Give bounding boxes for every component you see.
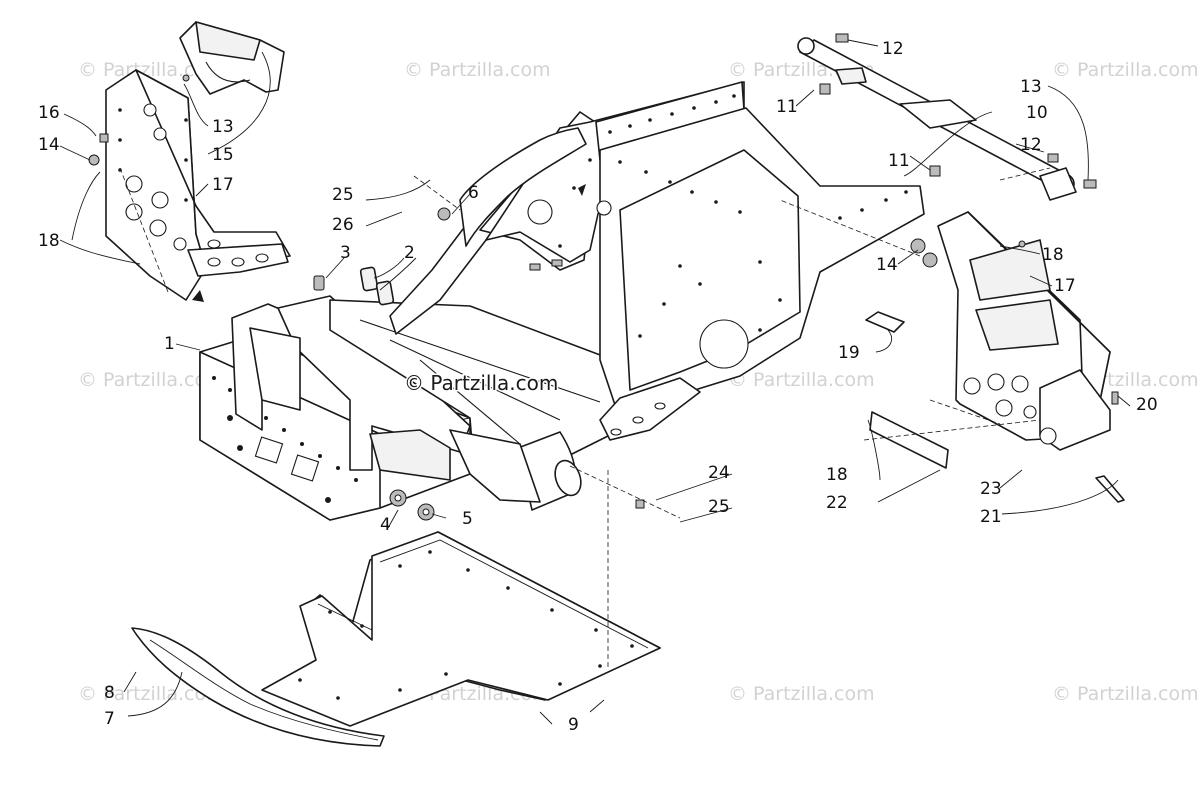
callout-1: 1	[164, 334, 175, 354]
callout-14: 14	[876, 255, 898, 275]
callout-numbers: 1 2 3 4 5 6 7 8 9 10 11 11 12 12 13 13 1…	[38, 39, 1158, 735]
steering-posts	[313, 207, 451, 521]
callout-21: 21	[980, 507, 1002, 527]
watermark-text: © Partzilla.com	[728, 369, 875, 391]
callout-16: 16	[38, 103, 60, 123]
watermark-text: © Partzilla.com	[78, 369, 225, 391]
callout-11: 11	[888, 151, 910, 171]
callout-13: 13	[212, 117, 234, 137]
callout-4: 4	[380, 515, 391, 535]
callout-20: 20	[1136, 395, 1158, 415]
watermark-text: © Partzilla.com	[78, 683, 225, 705]
callout-12: 12	[1020, 135, 1042, 155]
watermark-text: © Partzilla.com	[1052, 59, 1199, 81]
belly-pan	[261, 531, 661, 727]
center-watermark: © Partzilla.com	[404, 371, 558, 395]
callout-18: 18	[38, 231, 60, 251]
tunnel-upper	[389, 81, 925, 441]
callout-25: 25	[708, 497, 730, 517]
callout-24: 24	[708, 463, 730, 483]
leader-lines	[59, 39, 1131, 725]
callout-17: 17	[1054, 276, 1076, 296]
callout-22: 22	[826, 493, 848, 513]
steering-column	[797, 33, 1097, 201]
callout-8: 8	[104, 683, 115, 703]
callout-6: 6	[468, 183, 479, 203]
callout-5: 5	[462, 509, 473, 529]
callout-26: 26	[332, 215, 354, 235]
callout-18: 18	[1042, 245, 1064, 265]
watermark-text: © Partzilla.com	[728, 683, 875, 705]
callout-14: 14	[38, 135, 60, 155]
watermark-text: © Partzilla.com	[1052, 683, 1199, 705]
callout-3: 3	[340, 243, 351, 263]
callout-18: 18	[826, 465, 848, 485]
watermark-text: © Partzilla.com	[404, 59, 551, 81]
callout-2: 2	[404, 243, 415, 263]
callout-10: 10	[1026, 103, 1048, 123]
callout-7: 7	[104, 709, 115, 729]
callout-19: 19	[838, 343, 860, 363]
callout-25: 25	[332, 185, 354, 205]
callout-13: 13	[1020, 77, 1042, 97]
right-footrest	[635, 211, 1125, 509]
callout-15: 15	[212, 145, 234, 165]
front-bumper	[131, 627, 385, 747]
callout-11: 11	[776, 97, 798, 117]
callout-17: 17	[212, 175, 234, 195]
main-chassis	[199, 295, 641, 521]
assembly-guide-lines	[119, 167, 1051, 668]
callout-23: 23	[980, 479, 1002, 499]
callout-9: 9	[568, 715, 579, 735]
left-footrest	[88, 21, 291, 302]
callout-12: 12	[882, 39, 904, 59]
